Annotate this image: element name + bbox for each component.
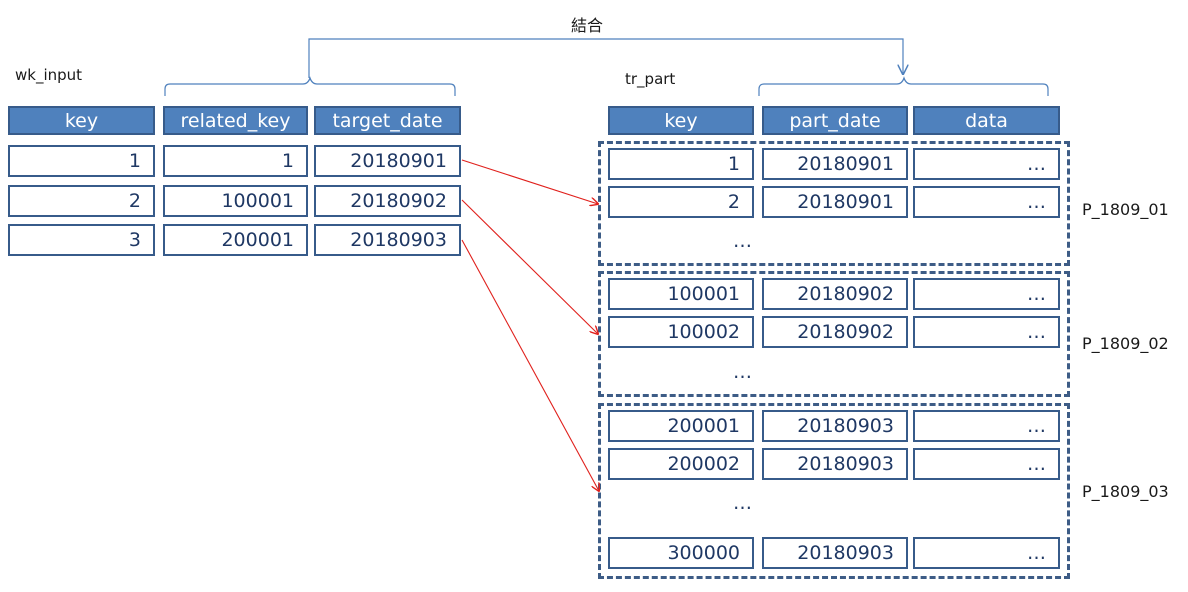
left-brace <box>164 76 456 96</box>
tr-part-label: tr_part <box>625 70 676 88</box>
tr-part-cell: 20180901 <box>762 186 908 218</box>
tr-part-cell: … <box>913 448 1060 480</box>
tr-part-cell: 300000 <box>608 537 754 569</box>
tr-part-cell: 20180901 <box>762 148 908 180</box>
wk-input-header-key: key <box>8 106 155 135</box>
wk-input-cell: 20180902 <box>314 185 461 217</box>
partition-name-p1809-02: P_1809_02 <box>1082 334 1169 353</box>
tr-part-cell: 100001 <box>608 278 754 310</box>
tr-part-cell: 100002 <box>608 316 754 348</box>
arrow-row1-to-p1809-01 <box>461 159 598 204</box>
wk-input-cell: 1 <box>163 145 308 177</box>
tr-part-header-data: data <box>913 106 1060 135</box>
wk-input-cell: 3 <box>8 224 155 256</box>
arrow-row2-to-p1809-02 <box>461 199 598 334</box>
partition-name-p1809-01: P_1809_01 <box>1082 200 1169 219</box>
tr-part-cell: … <box>913 410 1060 442</box>
wk-input-cell: 200001 <box>163 224 308 256</box>
wk-input-cell: 20180903 <box>314 224 461 256</box>
tr-part-cell: … <box>913 186 1060 218</box>
partition-name-p1809-03: P_1809_03 <box>1082 482 1169 501</box>
join-connector <box>308 38 903 78</box>
wk-input-cell: 1 <box>8 145 155 177</box>
tr-part-cell: 20180903 <box>762 448 908 480</box>
tr-part-header-key: key <box>608 106 754 135</box>
right-brace <box>758 76 1049 96</box>
wk-input-cell: 100001 <box>163 185 308 217</box>
tr-part-cell: … <box>913 316 1060 348</box>
tr-part-header-part-date: part_date <box>762 106 908 135</box>
tr-part-cell: 20180903 <box>762 410 908 442</box>
tr-part-cell: 1 <box>608 148 754 180</box>
wk-input-header-target-date: target_date <box>314 106 461 135</box>
tr-part-cell: 200001 <box>608 410 754 442</box>
wk-input-header-related-key: related_key <box>163 106 308 135</box>
tr-part-cell: … <box>913 148 1060 180</box>
join-label: 結合 <box>571 16 604 35</box>
tr-part-cell: … <box>913 537 1060 569</box>
partition-gap-ellipsis: … <box>733 230 752 252</box>
tr-part-cell: 20180902 <box>762 278 908 310</box>
partition-gap-ellipsis: … <box>733 361 752 383</box>
arrow-row3-to-p1809-03 <box>461 239 599 491</box>
wk-input-cell: 2 <box>8 185 155 217</box>
tr-part-cell: 2 <box>608 186 754 218</box>
partition-gap-ellipsis: … <box>733 492 752 514</box>
wk-input-label: wk_input <box>15 66 83 84</box>
tr-part-cell: … <box>913 278 1060 310</box>
tr-part-cell: 20180902 <box>762 316 908 348</box>
tr-part-cell: 200002 <box>608 448 754 480</box>
wk-input-cell: 20180901 <box>314 145 461 177</box>
tr-part-cell: 20180903 <box>762 537 908 569</box>
